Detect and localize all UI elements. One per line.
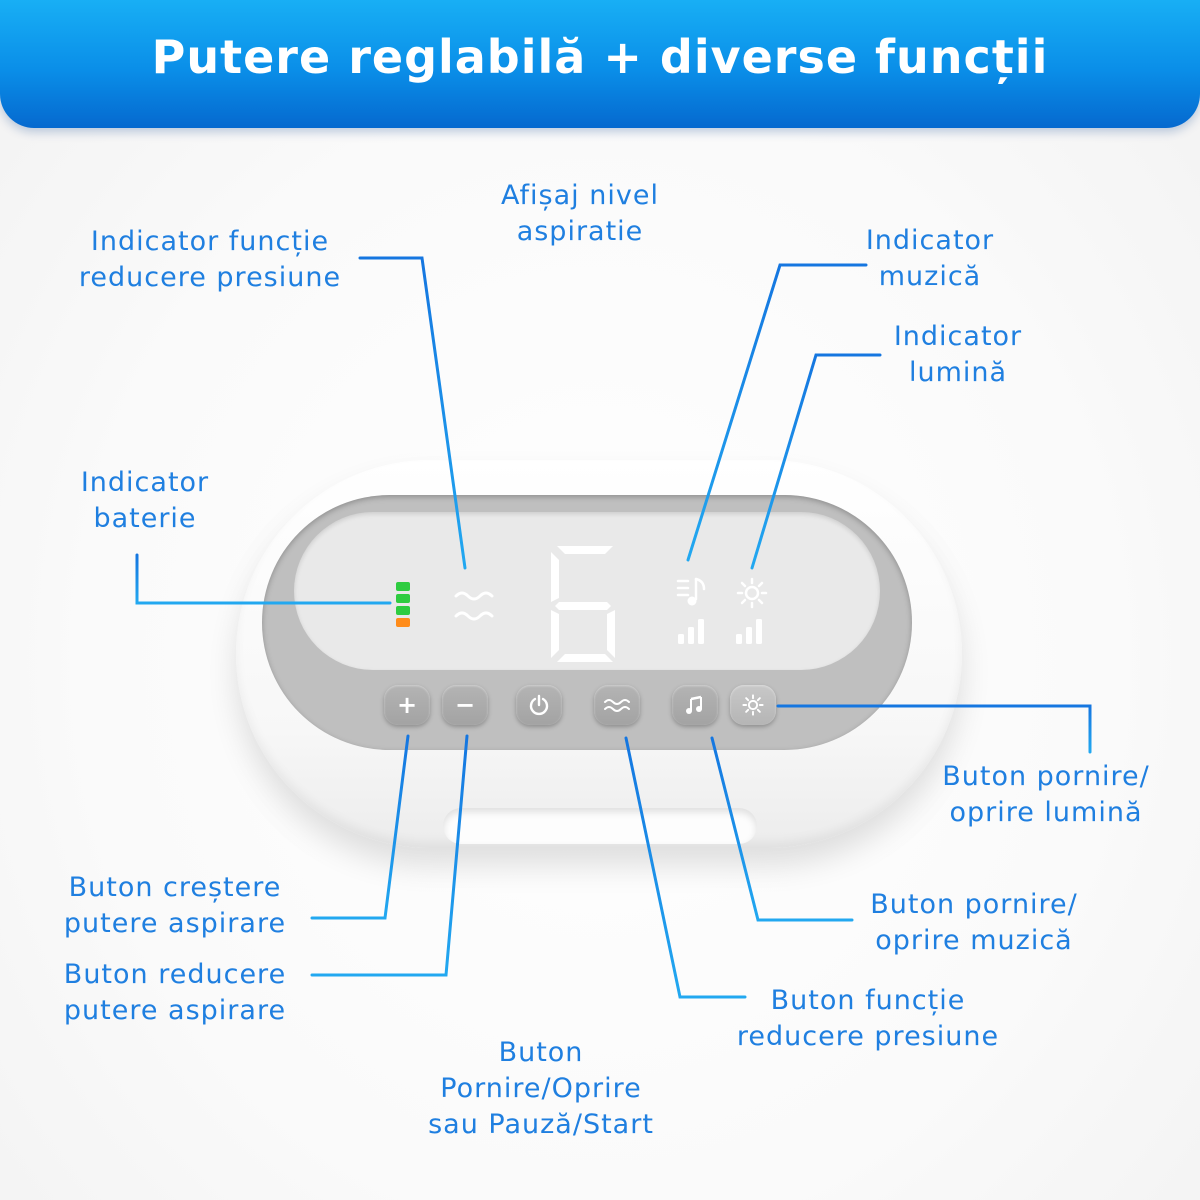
label-minus-button: Buton reducere putere aspirare	[38, 957, 312, 1029]
display-screen	[294, 512, 880, 670]
power-icon	[529, 694, 549, 716]
callout-line-music-button	[710, 736, 854, 922]
suction-level-digit: 6	[551, 546, 615, 662]
music-indicator-icon	[676, 577, 706, 606]
power-button[interactable]	[516, 685, 562, 725]
label-line: Afișaj nivel	[501, 180, 659, 211]
label-power-button: Buton Pornire/Oprire sau Pauză/Start	[402, 1035, 680, 1143]
wave-indicator-icon	[454, 591, 494, 621]
battery-bar	[396, 594, 410, 603]
label-line: Indicator	[80, 467, 210, 498]
label-line: Buton pornire/	[942, 761, 1150, 792]
label-line: oprire muzică	[875, 925, 1073, 956]
label-line: Buton pornire/	[870, 889, 1078, 920]
light-level-bars-icon	[736, 619, 762, 644]
callout-line-battery-indicator	[135, 553, 392, 605]
label-line: lumină	[908, 357, 1008, 388]
label-line: Indicator	[893, 321, 1023, 352]
wave-icon	[604, 699, 630, 712]
label-suction-display: Afișaj nivel aspiratie	[470, 178, 690, 250]
label-line: muzică	[878, 261, 982, 292]
label-line: putere aspirare	[63, 908, 287, 939]
music-level-bars-icon	[678, 619, 704, 644]
label-line: baterie	[93, 503, 197, 534]
music-toggle-button[interactable]	[672, 685, 718, 725]
callout-line-music-indicator	[686, 263, 868, 562]
label-line: oprire lumină	[949, 797, 1143, 828]
title-banner: Putere reglabilă + diverse funcții	[0, 0, 1200, 128]
sun-icon	[742, 694, 764, 716]
battery-bar	[396, 582, 410, 591]
label-line: sau Pauză/Start	[428, 1109, 654, 1140]
device-handle	[443, 808, 757, 844]
minus-icon: −	[454, 691, 476, 719]
label-line: reducere presiune	[78, 262, 342, 293]
label-pressure-indicator: Indicator funcție reducere presiune	[60, 224, 360, 296]
label-light-indicator: Indicator lumină	[868, 319, 1048, 391]
pressure-reduction-button[interactable]	[594, 685, 640, 725]
label-line: Pornire/Oprire	[440, 1073, 642, 1104]
label-line: Indicator	[865, 225, 995, 256]
label-plus-button: Buton creștere putere aspirare	[38, 870, 312, 942]
callout-line-minus-button	[310, 734, 469, 977]
callout-line-light-indicator	[750, 353, 882, 570]
light-toggle-button[interactable]	[730, 685, 776, 725]
callout-line-plus-button	[310, 734, 410, 920]
label-battery-indicator: Indicator baterie	[55, 465, 235, 537]
callout-line-light-button	[776, 704, 1092, 754]
decrease-suction-button[interactable]: −	[442, 685, 488, 725]
sun-indicator-icon	[736, 577, 768, 609]
label-line: putere aspirare	[63, 995, 287, 1026]
increase-suction-button[interactable]: +	[384, 685, 430, 725]
music-note-icon	[686, 695, 702, 714]
label-light-button: Buton pornire/ oprire lumină	[918, 759, 1174, 831]
battery-level-indicator	[396, 582, 410, 630]
label-music-button: Buton pornire/ oprire muzică	[846, 887, 1102, 959]
battery-bar	[396, 618, 410, 627]
battery-bar	[396, 606, 410, 615]
label-pressure-button: Buton funcție reducere presiune	[712, 983, 1024, 1055]
label-line: aspiratie	[516, 216, 644, 247]
label-line: Indicator funcție	[90, 226, 330, 257]
label-line: Buton reducere	[63, 959, 287, 990]
label-line: Buton	[498, 1037, 584, 1068]
plus-icon: +	[396, 691, 418, 719]
label-line: Buton funcție	[770, 985, 966, 1016]
label-line: reducere presiune	[736, 1021, 1000, 1052]
label-music-indicator: Indicator muzică	[840, 223, 1020, 295]
label-line: Buton creștere	[68, 872, 282, 903]
callout-line-pressure-button	[624, 736, 747, 999]
callout-line-pressure-indicator	[358, 256, 467, 570]
page-title: Putere reglabilă + diverse funcții	[151, 30, 1049, 84]
